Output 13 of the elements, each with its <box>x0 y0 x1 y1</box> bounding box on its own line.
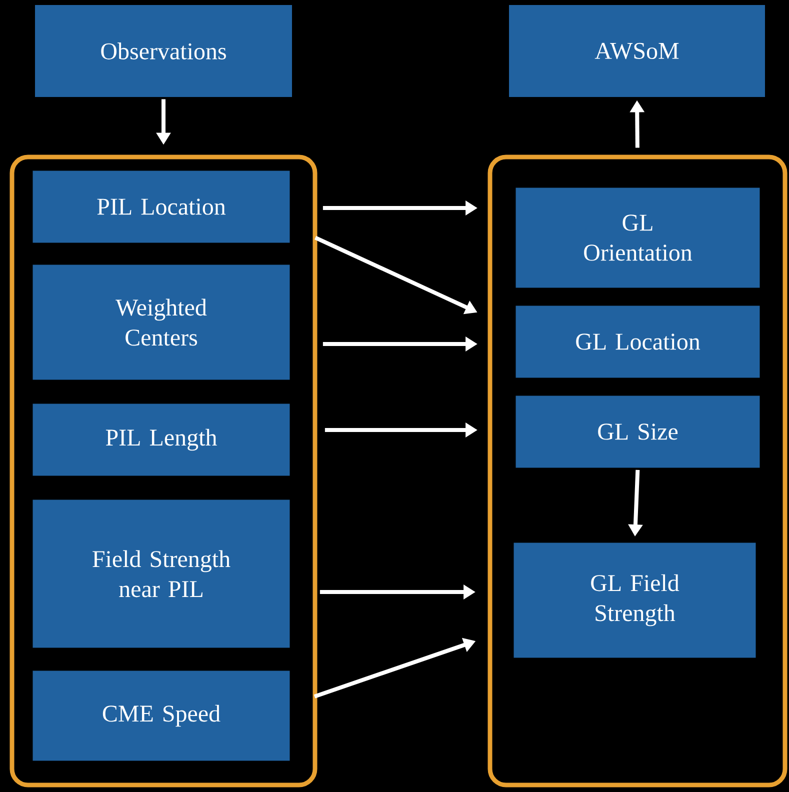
process-box: CME Speed <box>32 670 290 761</box>
group-frame <box>488 154 788 788</box>
process-box: PIL Length <box>32 404 290 476</box>
process-box: GL Size <box>516 396 760 468</box>
process-box: Weighted Centers <box>32 264 290 380</box>
group-frame <box>10 154 318 788</box>
process-box: GL Location <box>516 306 760 378</box>
process-box: Observations <box>35 5 292 97</box>
process-box: PIL Location <box>32 170 290 243</box>
process-box: Field Strength near PIL <box>32 500 290 648</box>
process-box: GL Field Strength <box>514 542 756 658</box>
process-box: GL Orientation <box>516 188 760 288</box>
process-box: AWSoM <box>509 5 765 97</box>
